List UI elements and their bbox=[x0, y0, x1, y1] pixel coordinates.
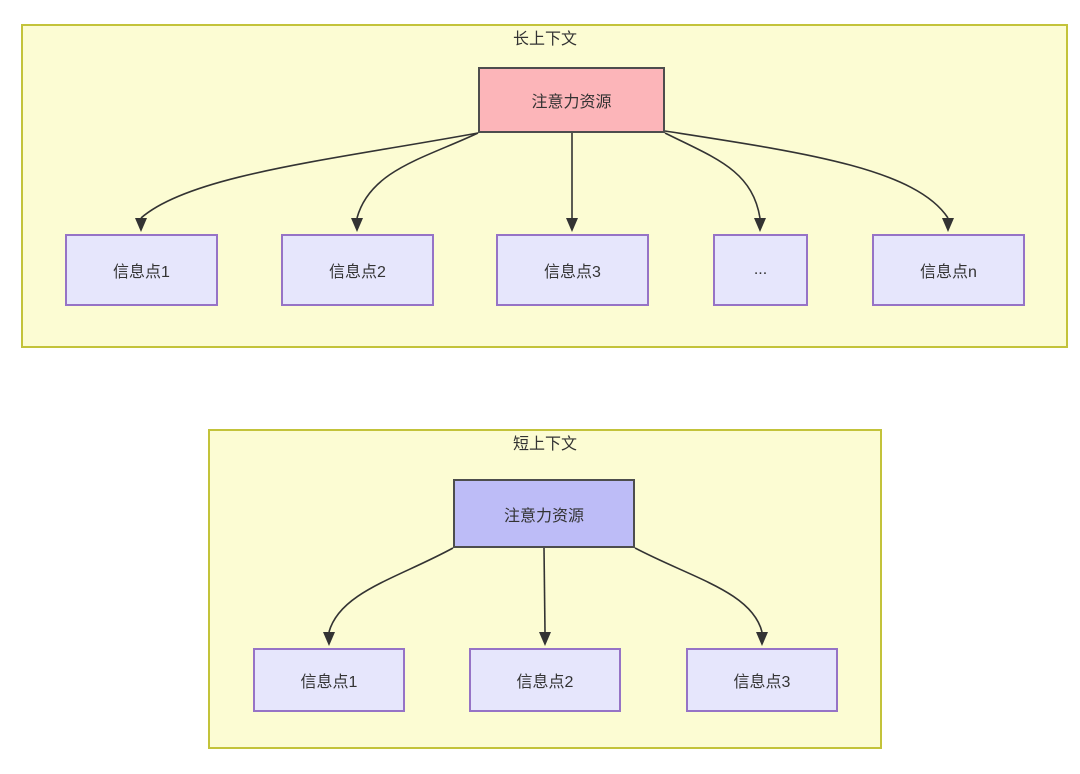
node-info-point-long-3[interactable]: 信息点3 bbox=[496, 234, 649, 306]
node-attention-resource-short[interactable]: 注意力资源 bbox=[453, 479, 635, 548]
node-label: 注意力资源 bbox=[531, 94, 612, 111]
node-info-point-short-2[interactable]: 信息点2 bbox=[469, 648, 621, 712]
node-label: 信息点1 bbox=[113, 264, 170, 281]
node-label: 信息点3 bbox=[544, 264, 601, 281]
node-label: 信息点3 bbox=[733, 674, 791, 691]
node-label: 注意力资源 bbox=[503, 507, 584, 525]
node-label: 信息点1 bbox=[300, 674, 358, 691]
node-info-point-short-1[interactable]: 信息点1 bbox=[253, 648, 405, 712]
node-label: ... bbox=[753, 261, 768, 278]
node-label: 信息点2 bbox=[329, 264, 386, 281]
node-label: 信息点2 bbox=[516, 674, 574, 691]
node-info-point-long-1[interactable]: 信息点1 bbox=[65, 234, 218, 306]
node-info-point-long-n[interactable]: 信息点n bbox=[872, 234, 1025, 306]
node-label: 信息点n bbox=[920, 264, 977, 281]
panel-long-context-title: 长上下文 bbox=[512, 31, 577, 48]
node-info-point-long-2[interactable]: 信息点2 bbox=[281, 234, 434, 306]
panel-short-context-title: 短上下文 bbox=[512, 436, 577, 453]
node-info-point-short-3[interactable]: 信息点3 bbox=[686, 648, 838, 712]
node-attention-resource-long[interactable]: 注意力资源 bbox=[478, 67, 665, 133]
node-info-point-long-ellipsis[interactable]: ... bbox=[713, 234, 808, 306]
